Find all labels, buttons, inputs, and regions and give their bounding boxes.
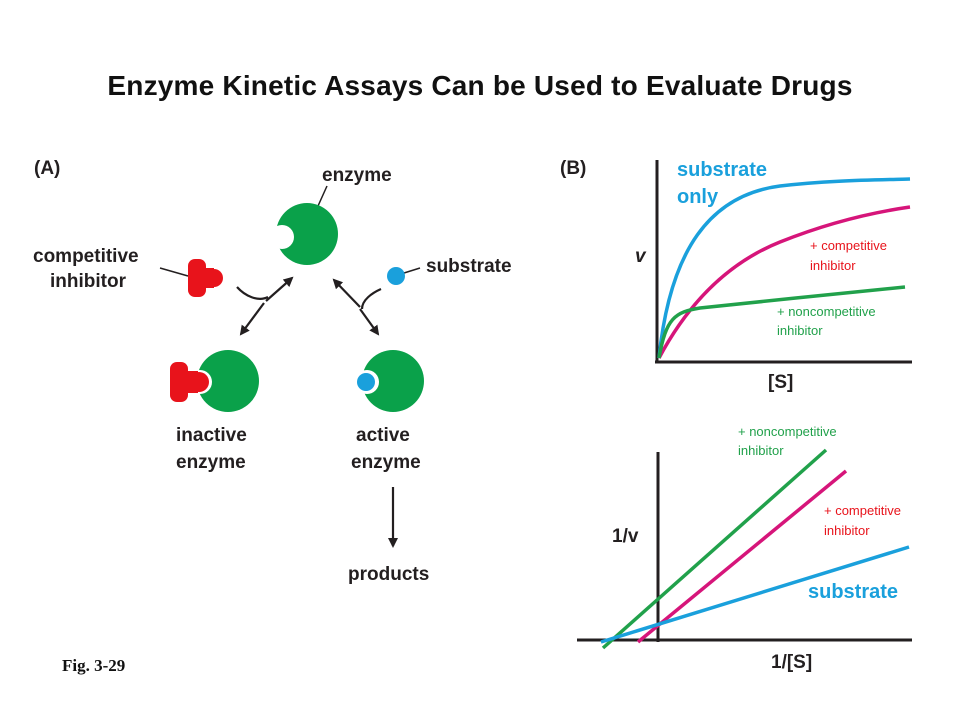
- active-enzyme-icon: [355, 350, 424, 412]
- bottom-noncompetitive-label-line2: inhibitor: [738, 443, 784, 458]
- arrow-to-inactive: [239, 302, 265, 336]
- products-label: products: [348, 564, 429, 585]
- enzyme-label: enzyme: [322, 165, 392, 186]
- page-title: Enzyme Kinetic Assays Can be Used to Eva…: [107, 70, 853, 101]
- bottom-competitive-label-line2: inhibitor: [824, 523, 870, 538]
- competitive-inhibitor-label-line2: inhibitor: [50, 271, 127, 292]
- active-enzyme-label-line2: enzyme: [351, 452, 421, 473]
- enzyme-icon: [270, 203, 338, 265]
- bottom-plot-ylabel: 1/v: [612, 526, 639, 547]
- arrow-to-enzyme-left: [265, 276, 294, 302]
- bottom-competitive-label-line1: + competitive: [824, 503, 901, 518]
- substrate-leader-line: [403, 267, 421, 274]
- top-plot-ylabel: v: [635, 246, 647, 267]
- inhibitor-leader-line: [159, 267, 189, 277]
- substrate-label: substrate: [426, 256, 512, 277]
- panel-a-label: (A): [34, 158, 60, 179]
- top-noncompetitive-label-line1: + noncompetitive: [777, 304, 876, 319]
- top-competitive-label-line1: + competitive: [810, 238, 887, 253]
- substrate-only-label-line1: substrate: [677, 159, 767, 181]
- curve-noncompetitive: [657, 285, 906, 359]
- inactive-enzyme-label-line1: inactive: [176, 425, 247, 446]
- arrow-to-active: [359, 308, 380, 336]
- bottom-substrate-label: substrate: [808, 581, 898, 603]
- inactive-enzyme-label-line2: enzyme: [176, 452, 246, 473]
- figure-reference: Fig. 3-29: [62, 656, 126, 675]
- top-plot-xlabel: [S]: [768, 372, 793, 393]
- substrate-binding-arrow-curve: [360, 287, 382, 310]
- panel-b-label: (B): [560, 158, 586, 179]
- competitive-inhibitor-label-line1: competitive: [33, 246, 139, 267]
- substrate-icon: [387, 267, 405, 285]
- inhibitor-binding-arrow-curve: [236, 286, 269, 300]
- active-enzyme-label-line1: active: [356, 425, 410, 446]
- inactive-enzyme-icon: [170, 350, 259, 412]
- enzyme-leader-line: [317, 185, 328, 207]
- bottom-noncompetitive-label-line1: + noncompetitive: [738, 424, 837, 439]
- substrate-only-label-line2: only: [677, 186, 719, 208]
- competitive-inhibitor-icon: [188, 259, 223, 297]
- curve-substrate-only: [657, 177, 911, 359]
- top-competitive-label-line2: inhibitor: [810, 258, 856, 273]
- arrow-to-enzyme-right: [332, 278, 361, 308]
- line-substrate: [600, 545, 910, 644]
- line-noncompetitive: [601, 448, 828, 650]
- top-noncompetitive-label-line2: inhibitor: [777, 323, 823, 338]
- bottom-plot-xlabel: 1/[S]: [771, 652, 812, 673]
- curve-competitive: [657, 205, 911, 359]
- line-competitive: [636, 469, 848, 644]
